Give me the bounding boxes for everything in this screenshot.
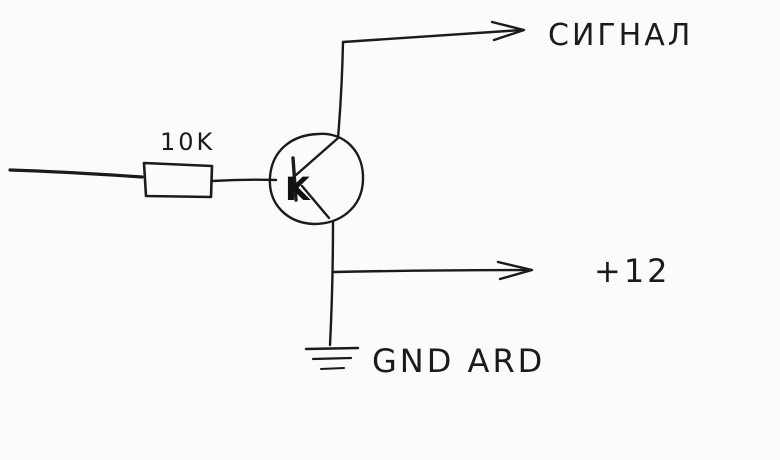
emitter-wire bbox=[328, 220, 335, 347]
signal-label: СИГНАЛ bbox=[548, 18, 693, 53]
input-wire bbox=[8, 168, 144, 179]
signal-wire bbox=[341, 28, 524, 44]
collector-wire bbox=[336, 40, 345, 140]
ground-icon bbox=[304, 346, 360, 370]
arrow-right-icon bbox=[490, 20, 526, 42]
transistor-label: K bbox=[285, 170, 311, 208]
arrow-right-icon bbox=[496, 260, 534, 281]
base-wire bbox=[210, 178, 278, 183]
npn-transistor-icon bbox=[268, 132, 365, 226]
resistor-icon bbox=[142, 161, 214, 199]
supply-label: +12 bbox=[594, 252, 671, 290]
supply-wire bbox=[332, 268, 532, 274]
ground-label: GND ARD bbox=[372, 342, 545, 380]
resistor-value-label: 10K bbox=[160, 128, 215, 156]
